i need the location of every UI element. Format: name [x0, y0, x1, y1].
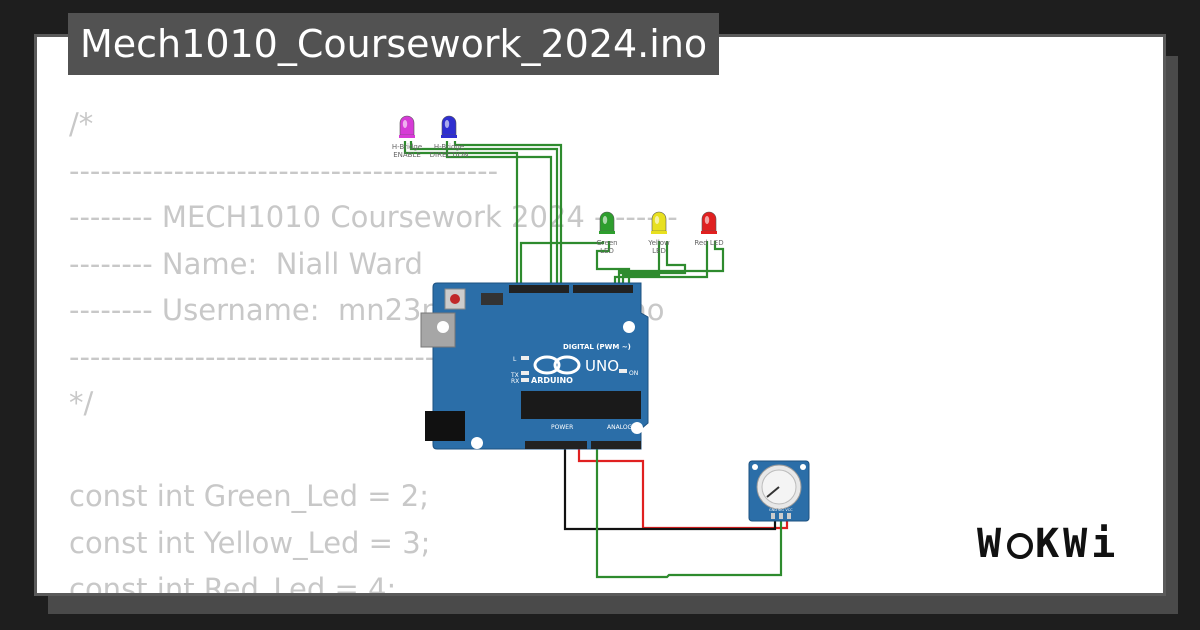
- mount-hole: [623, 321, 635, 333]
- wire-direction-gnd: [453, 141, 563, 291]
- code-line: -------- Name: Niall Ward: [69, 246, 423, 281]
- led-label: Red LED: [694, 239, 723, 247]
- led-rim: [701, 231, 717, 234]
- code-line: /*: [69, 107, 94, 141]
- code-line: const int Green_Led = 2;: [69, 479, 429, 513]
- wire-pot-gnd: [563, 449, 777, 531]
- mount-hole: [752, 464, 758, 470]
- led-red[interactable]: Red LED: [694, 211, 724, 247]
- arduino-uno-board: DIGITAL (PWM ~) ARDUINO UNO TX RX L ON P…: [420, 282, 649, 450]
- mount-hole: [631, 422, 643, 434]
- rx-led: [521, 378, 529, 382]
- digital-header-2: [573, 285, 633, 293]
- code-line: const int Red_Led = 4;: [69, 572, 397, 596]
- led-highlight: [704, 216, 710, 224]
- wires: [403, 141, 789, 579]
- led-highlight: [654, 216, 660, 224]
- wire-direction: [445, 141, 553, 291]
- led-rim: [651, 231, 667, 234]
- power-label: POWER: [551, 424, 573, 431]
- led-label: Green: [596, 239, 617, 247]
- analog-header: [591, 441, 641, 449]
- led-rim: [441, 135, 457, 138]
- logo-o-glyph: [1007, 533, 1034, 559]
- circuit-diagram: H-BridgeENABLEH-BridgeDIRECTIONGreenLEDY…: [392, 115, 810, 579]
- power-jack: [425, 411, 465, 441]
- code-background: /* --------------------------------------…: [69, 101, 1153, 596]
- wire-green-gnd: [519, 241, 605, 291]
- l-label: L: [513, 356, 517, 363]
- arduino-model: UNO: [585, 357, 619, 375]
- wire-enable: [403, 141, 519, 291]
- wire-pot-sig: [595, 449, 783, 579]
- pot-pin[interactable]: [779, 513, 783, 519]
- wire-red-gnd: [617, 241, 725, 291]
- pot-pin-label: GND: [769, 508, 777, 512]
- led-label: DIRECTION: [430, 151, 469, 159]
- reset-button-cap[interactable]: [450, 294, 460, 304]
- led-highlight: [602, 216, 608, 224]
- wire-enable-gnd: [409, 141, 559, 291]
- pot-pin[interactable]: [787, 513, 791, 519]
- code-line: const int Yellow_Led = 3;: [69, 525, 431, 560]
- mount-hole: [800, 464, 806, 470]
- digital-label: DIGITAL (PWM ~): [563, 343, 631, 351]
- on-label: ON: [629, 370, 638, 377]
- analog-label: ANALOG IN: [607, 424, 640, 431]
- led-rim: [599, 231, 615, 234]
- led-label: H-Bridge: [392, 143, 422, 151]
- mount-hole: [471, 437, 483, 449]
- arduino-infinity-icon: [533, 355, 581, 375]
- pot-knob-indicator: [766, 486, 780, 498]
- power-header: [525, 441, 587, 449]
- on-led: [619, 369, 627, 373]
- pot-pin-label: SIG: [778, 508, 784, 512]
- led-label: LED: [600, 247, 614, 255]
- tx-led: [521, 371, 529, 375]
- sketch-title: Mech1010_Coursework_2024.ino: [68, 13, 720, 75]
- l-led: [521, 356, 529, 360]
- digital-header-1: [509, 285, 569, 293]
- preview-card: /* --------------------------------------…: [34, 34, 1166, 596]
- pot-pin[interactable]: [771, 513, 775, 519]
- led-label: ENABLE: [393, 151, 421, 159]
- wokwi-logo: W KWi: [977, 521, 1119, 567]
- led-label: H-Bridge: [434, 143, 464, 151]
- logo-text-pre: W: [977, 521, 1006, 567]
- icsp-header: [481, 293, 503, 305]
- led-rim: [399, 135, 415, 138]
- arduino-brand: ARDUINO: [531, 376, 573, 385]
- code-line: */: [69, 386, 94, 420]
- wire-yellow-gnd: [619, 241, 687, 275]
- tx-label: TX: [510, 372, 519, 379]
- pot-pin-label: VCC: [785, 508, 793, 512]
- mount-hole: [437, 321, 449, 333]
- rx-label: RX: [511, 378, 519, 385]
- led-label: Yellow: [647, 239, 670, 247]
- led-label: LED: [652, 247, 666, 255]
- led-highlight: [402, 120, 408, 128]
- wire-pot-vcc: [577, 449, 789, 530]
- logo-text-post: KWi: [1035, 521, 1120, 567]
- atmega-chip: [521, 391, 641, 419]
- code-line: ----------------------------------------…: [69, 153, 499, 188]
- led-highlight: [444, 120, 450, 128]
